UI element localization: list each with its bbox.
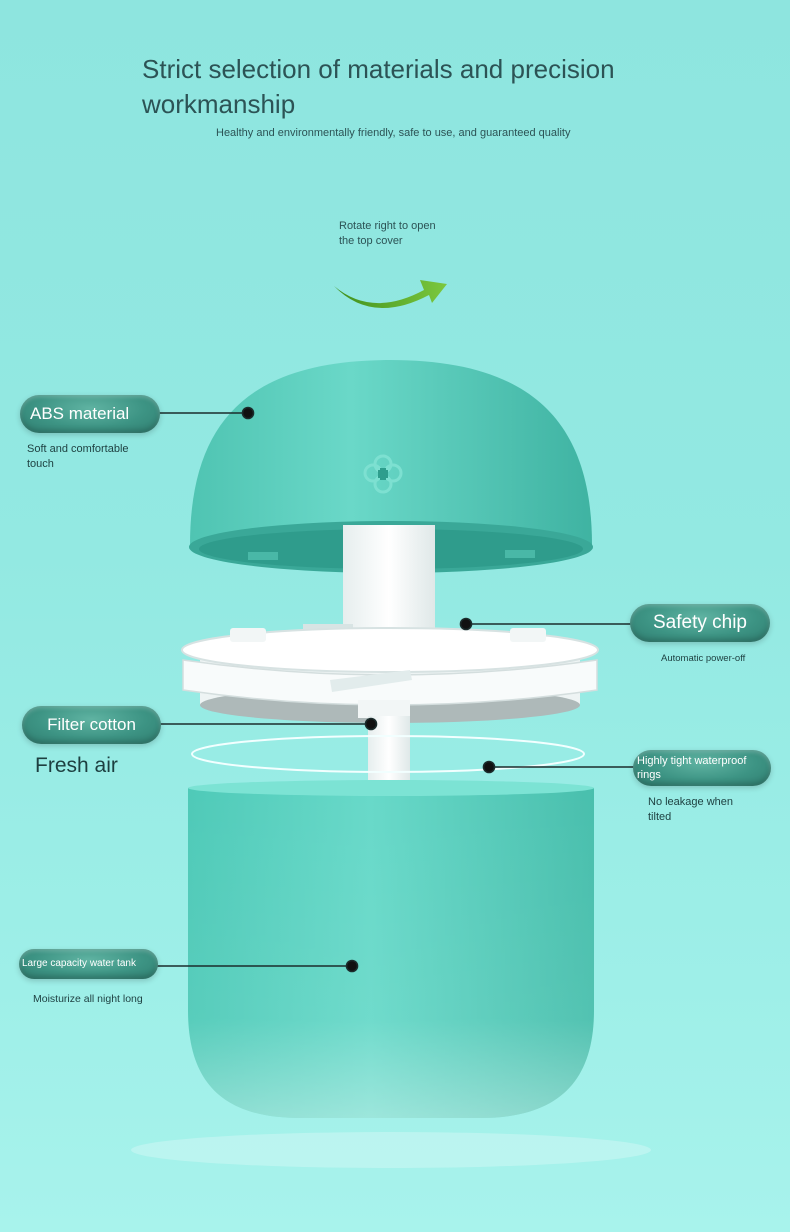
callout-abs-material: ABS material (20, 395, 160, 433)
rotate-note: Rotate right to open the top cover (339, 220, 436, 247)
page-subtitle: Healthy and environmentally friendly, sa… (216, 127, 571, 139)
callout-abs-note: Soft and comfortable touch (27, 443, 129, 470)
callout-water-tank: Large capacity water tank (19, 949, 158, 979)
callout-filter-note: Fresh air (35, 754, 118, 777)
callout-waterproof-note: No leakage when tilted (648, 796, 734, 823)
water-tank (188, 780, 594, 1118)
floor-reflection (131, 1132, 651, 1168)
waterproof-ring (191, 735, 585, 773)
clover-power-icon (363, 454, 403, 494)
callout-waterproof-rings: Highly tight waterproof rings (633, 750, 771, 786)
callout-water-tank-note: Moisturize all night long (33, 993, 143, 1005)
callout-safety-chip: Safety chip (630, 604, 770, 642)
middle-housing (181, 627, 599, 723)
callout-safety-note: Automatic power-off (661, 653, 746, 664)
page-title: Strict selection of materials and precis… (142, 54, 615, 119)
leader-lines (156, 406, 634, 973)
callout-filter-cotton: Filter cotton (22, 706, 161, 744)
curved-arrow-right-icon (334, 280, 447, 309)
